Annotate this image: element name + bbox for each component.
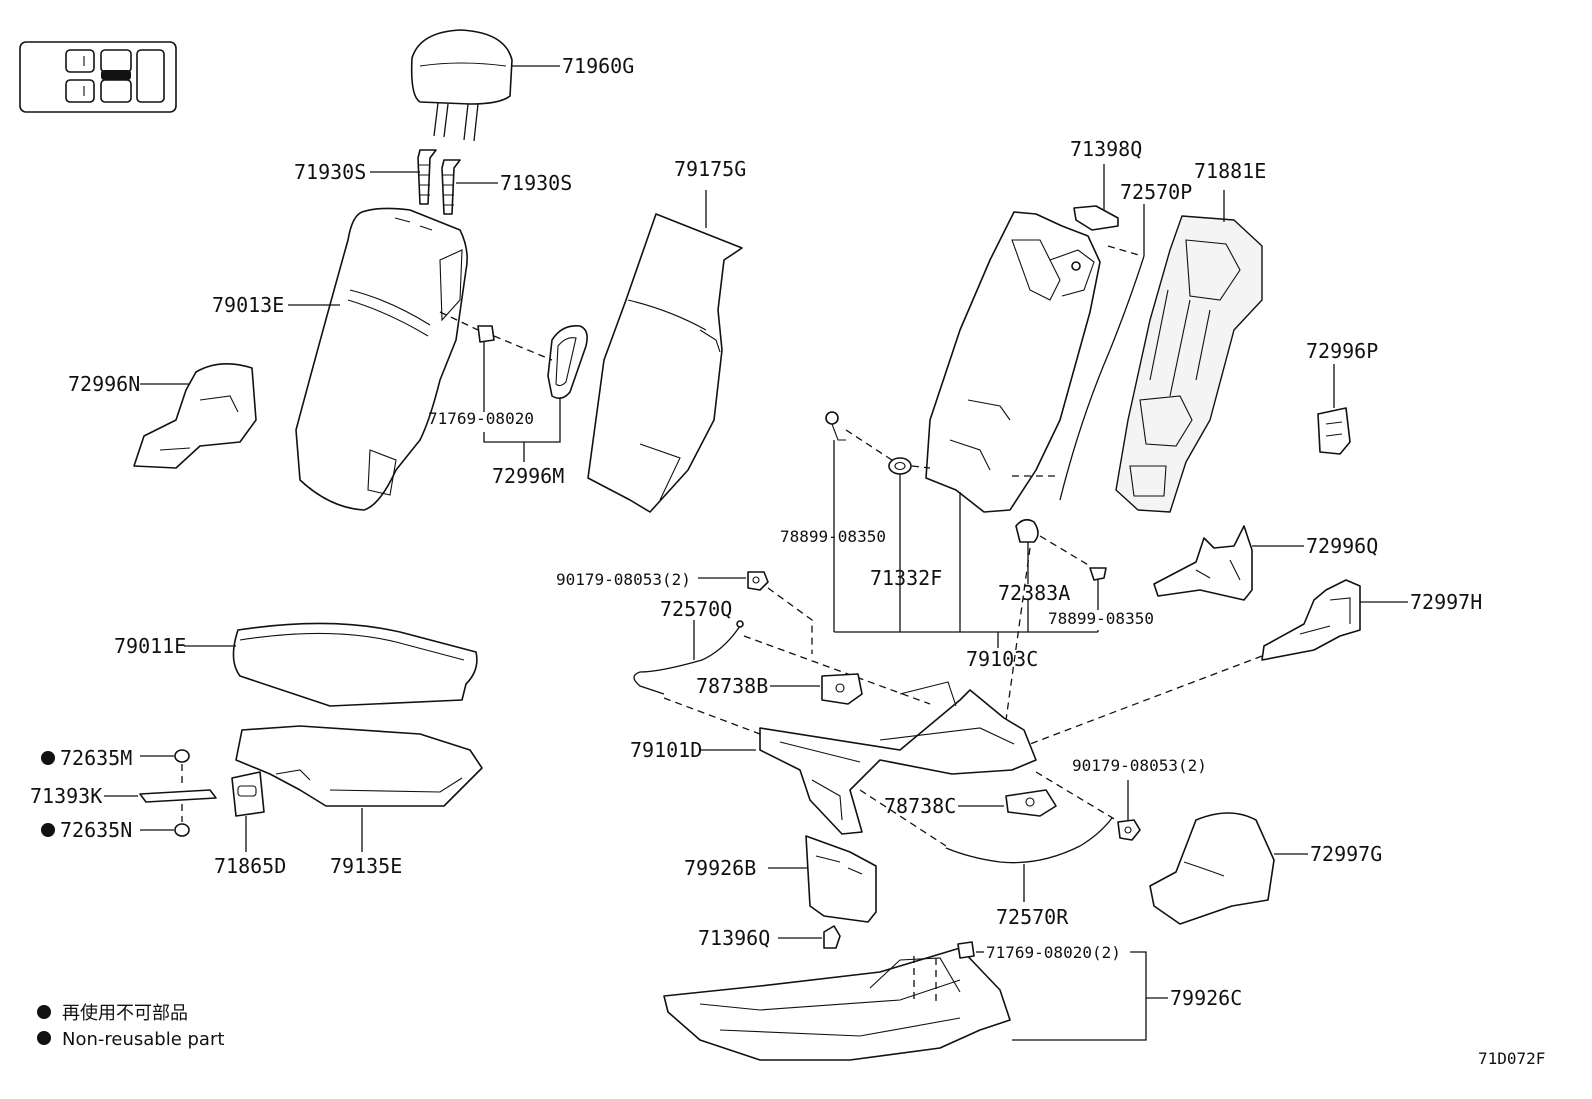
seatback-pad-drawing [587, 213, 743, 513]
nut-lower-drawing [1117, 819, 1141, 841]
seat-position-locator-icon [19, 41, 177, 113]
label-71769-08020: 71769-08020 [428, 409, 534, 428]
seatback-cover-drawing [295, 207, 468, 511]
nut-upper-drawing [747, 571, 769, 591]
label-79135E: 79135E [330, 854, 402, 878]
label-79926C: 79926C [1170, 986, 1242, 1010]
label-72996N: 72996N [68, 372, 140, 396]
label-71332F: 71332F [870, 566, 942, 590]
stud-drawing [823, 925, 841, 949]
label-79101D: 79101D [630, 738, 702, 762]
seatback-frame-drawing [925, 211, 1101, 513]
headrest-drawing [410, 29, 513, 142]
legend: 再使用不可部品 Non-reusable part [37, 1003, 224, 1050]
label-72570Q: 72570Q [660, 597, 732, 621]
legend-jp-bullet [37, 1005, 51, 1019]
label-71769-08020-2: 71769-08020(2) [986, 943, 1121, 962]
non-reusable-mark-72635M [41, 751, 55, 765]
cushion-frame-drawing [759, 681, 1037, 835]
legend-jp-text: 再使用不可部品 [62, 1003, 188, 1024]
hinge-cover-right-upper-drawing [1153, 525, 1253, 601]
label-71930S-left: 71930S [294, 160, 366, 184]
label-79926B: 79926B [684, 856, 756, 880]
label-90179-08053-lower: 90179-08053(2) [1072, 756, 1207, 775]
fastener-upper-drawing [174, 749, 190, 763]
washer-drawing [888, 457, 912, 475]
tray-clip-drawing [957, 941, 975, 959]
label-71396Q: 71396Q [698, 926, 770, 950]
diagram-code: 71D072F [1478, 1049, 1545, 1068]
small-cover-drawing [1317, 407, 1351, 455]
label-72996Q: 72996Q [1306, 534, 1378, 558]
label-90179-08053-upper: 90179-08053(2) [556, 570, 691, 589]
label-72570R: 72570R [996, 905, 1069, 929]
bolt-right-drawing [1089, 567, 1107, 581]
legend-en-bullet [37, 1031, 51, 1045]
hinge-cover-right-lower-drawing [1261, 579, 1361, 661]
label-71393K: 71393K [30, 784, 102, 808]
label-72996P: 72996P [1306, 339, 1378, 363]
seatback-board-drawing [1115, 215, 1263, 513]
label-78738C: 78738C [884, 794, 956, 818]
cap-drawing [1015, 518, 1039, 543]
label-79175G: 79175G [674, 157, 746, 181]
lower-panel-drawing [805, 835, 877, 923]
label-78899-08350-left: 78899-08350 [780, 527, 886, 546]
label-79013E: 79013E [212, 293, 284, 317]
cushion-pad-drawing [235, 725, 483, 807]
hook-bracket-drawing [231, 771, 265, 817]
clip-and-trim-drawing [477, 324, 588, 400]
label-72635N: 72635N [60, 818, 132, 842]
label-79103C: 79103C [966, 647, 1038, 671]
bolt-left-drawing [825, 411, 846, 441]
label-71960G: 71960G [562, 54, 634, 78]
release-knob-drawing [1073, 205, 1119, 231]
label-72635M: 72635M [60, 746, 132, 770]
non-reusable-mark-72635N [41, 823, 55, 837]
lock-lower-drawing [1005, 789, 1057, 817]
label-71865D: 71865D [214, 854, 286, 878]
fastener-lower-drawing [174, 823, 190, 837]
label-72997G: 72997G [1310, 842, 1382, 866]
label-72996M: 72996M [492, 464, 564, 488]
headrest-support-drawing [417, 149, 461, 215]
label-71930S-right: 71930S [500, 171, 572, 195]
label-72383A: 72383A [998, 581, 1070, 605]
label-78899-08350-right: 78899-08350 [1048, 609, 1154, 628]
pad-strip-drawing [139, 789, 217, 803]
label-71881E: 71881E [1194, 159, 1266, 183]
legend-en-text: Non-reusable part [62, 1029, 224, 1050]
label-71398Q: 71398Q [1070, 137, 1142, 161]
label-72997H: 72997H [1410, 590, 1482, 614]
label-79011E: 79011E [114, 634, 186, 658]
label-78738B: 78738B [696, 674, 768, 698]
hinge-cover-left-drawing [133, 363, 257, 469]
seat-cushion-drawing [232, 622, 478, 707]
bottom-tray-drawing [663, 947, 1011, 1061]
label-72570P: 72570P [1120, 180, 1192, 204]
side-cover-drawing [1149, 812, 1275, 925]
lock-upper-drawing [821, 673, 863, 705]
